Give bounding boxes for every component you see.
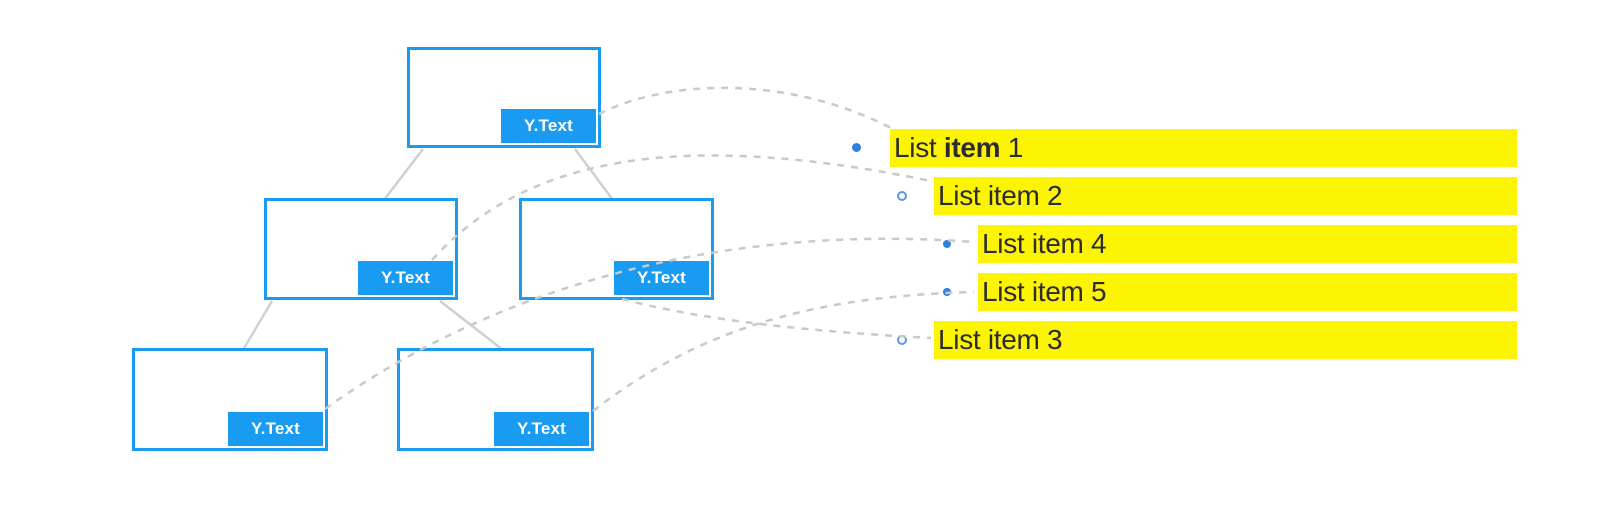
list-item-3: List item 3 [934, 321, 1517, 359]
tree-edge [383, 148, 424, 201]
connector-root-to-item1 [598, 86, 892, 130]
list-item-text: List [894, 132, 944, 163]
bullet-circle-icon [897, 191, 907, 201]
list-item-bold-text: item [943, 132, 1001, 163]
ytext-badge: Y.Text [501, 109, 596, 143]
bullet-dot-icon [943, 240, 951, 248]
tree-node-child-right: Y.Text [519, 198, 714, 300]
tree-edge [439, 300, 504, 351]
bullet-disc-icon [852, 143, 861, 152]
ytext-badge: Y.Text [494, 412, 589, 446]
tree-node-grandchild-right: Y.Text [397, 348, 594, 451]
connector-childright-to-item3 [621, 297, 932, 340]
bullet-dot-icon [943, 288, 951, 296]
connector-grandchildright-to-item5 [592, 290, 975, 412]
tree-edge [241, 300, 274, 351]
ytext-badge: Y.Text [228, 412, 323, 446]
tree-edge [573, 148, 615, 201]
list-item-text: List item 4 [982, 228, 1107, 259]
list-item-text: List item 3 [938, 324, 1063, 355]
list-item-text: List item 5 [982, 276, 1107, 307]
list-item-text: 1 [1000, 132, 1024, 163]
list-item-2: List item 2 [934, 177, 1517, 215]
tree-node-grandchild-left: Y.Text [132, 348, 328, 451]
list-item-4: List item 4 [978, 225, 1517, 263]
bullet-circle-icon [897, 335, 907, 345]
list-item-5: List item 5 [978, 273, 1517, 311]
list-item-1: List item 1 [890, 129, 1517, 167]
ytext-badge: Y.Text [358, 261, 453, 295]
tree-node-root: Y.Text [407, 47, 601, 148]
list-item-text: List item 2 [938, 180, 1063, 211]
ytext-badge: Y.Text [614, 261, 709, 295]
tree-node-child-left: Y.Text [264, 198, 458, 300]
